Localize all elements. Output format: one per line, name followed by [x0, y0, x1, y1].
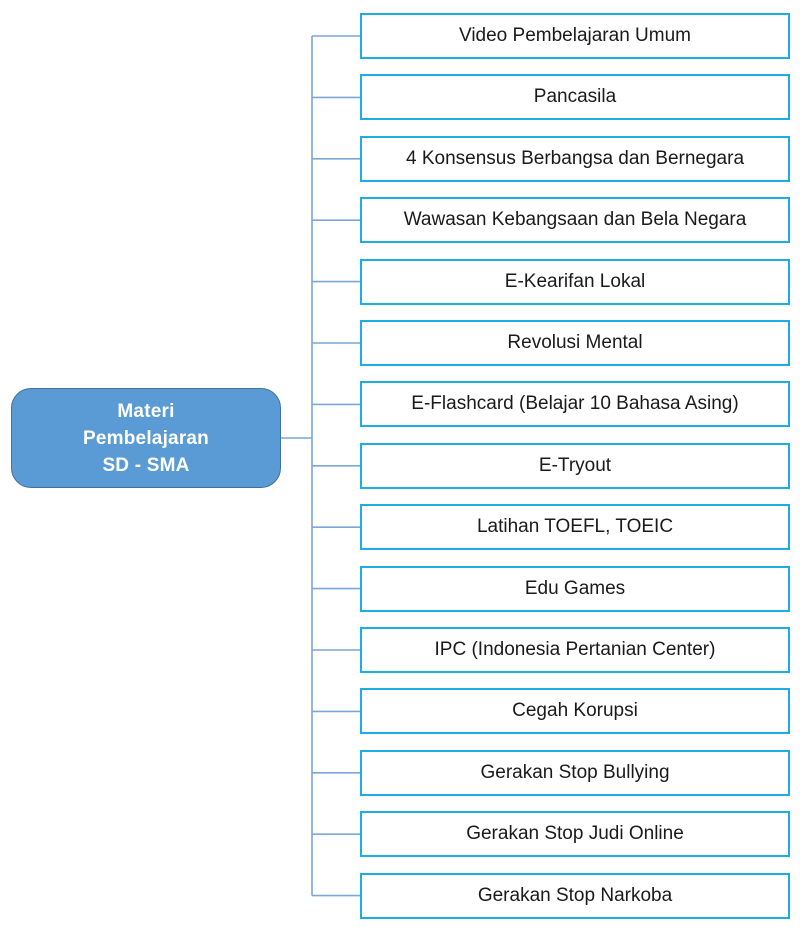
branch-box-label: IPC (Indonesia Pertanian Center) — [434, 639, 716, 660]
branch-box-label: E-Tryout — [538, 454, 612, 476]
branch-box[interactable]: Gerakan Stop Judi Online — [360, 811, 790, 858]
branch-box-label: Cegah Korupsi — [512, 700, 638, 722]
branch-box-label: Revolusi Mental — [507, 332, 643, 353]
branch-box-label: E-Flashcard (Belajar 10 Bahasa Asing) — [411, 393, 739, 415]
branch-box-label: 4 Konsensus Berbangsa dan Bernegara — [405, 147, 745, 169]
branch-box-label: Edu Games — [524, 577, 626, 599]
branch-box[interactable]: Gerakan Stop Narkoba — [360, 872, 790, 919]
branch-box[interactable]: E-Kearifan Lokal — [360, 258, 790, 305]
branch-box-label: Gerakan Stop Bullying — [480, 761, 670, 783]
branch-box[interactable]: 4 Konsensus Berbangsa dan Bernegara — [360, 135, 790, 182]
branch-box[interactable]: IPC (Indonesia Pertanian Center) — [360, 627, 790, 673]
root-node-label-line-3: SD - SMA — [102, 454, 190, 476]
branch-box[interactable]: Gerakan Stop Bullying — [360, 749, 790, 796]
root-node[interactable]: Materi Pembelajaran SD - SMA — [11, 388, 281, 488]
root-node-label: Materi Pembelajaran SD - SMA — [83, 398, 209, 479]
branch-box-label: Video Pembelajaran Umum — [459, 25, 691, 46]
branch-box[interactable]: E-Flashcard (Belajar 10 Bahasa Asing) — [360, 381, 790, 428]
branch-box-label: Pancasila — [533, 86, 617, 108]
branch-box[interactable]: Latihan TOEFL, TOEIC — [360, 504, 790, 551]
root-node-label-line-1: Materi — [117, 400, 175, 422]
branch-box[interactable]: Edu Games — [360, 565, 790, 612]
branch-box-label: Gerakan Stop Judi Online — [466, 823, 684, 845]
branch-box[interactable]: Revolusi Mental — [360, 320, 790, 366]
branch-box-label: Wawasan Kebangsaan dan Bela Negara — [403, 209, 747, 231]
root-node-label-line-2: Pembelajaran — [83, 427, 209, 449]
branch-box[interactable]: Wawasan Kebangsaan dan Bela Negara — [360, 197, 790, 244]
branch-box[interactable]: Pancasila — [360, 74, 790, 121]
branch-box-label: E-Kearifan Lokal — [504, 270, 646, 292]
branch-box[interactable]: Cegah Korupsi — [360, 688, 790, 735]
branch-box-label: Gerakan Stop Narkoba — [477, 884, 673, 906]
branch-box-label: Latihan TOEFL, TOEIC — [476, 516, 674, 538]
branch-box[interactable]: Video Pembelajaran Umum — [360, 13, 790, 59]
branch-box[interactable]: E-Tryout — [360, 442, 790, 489]
